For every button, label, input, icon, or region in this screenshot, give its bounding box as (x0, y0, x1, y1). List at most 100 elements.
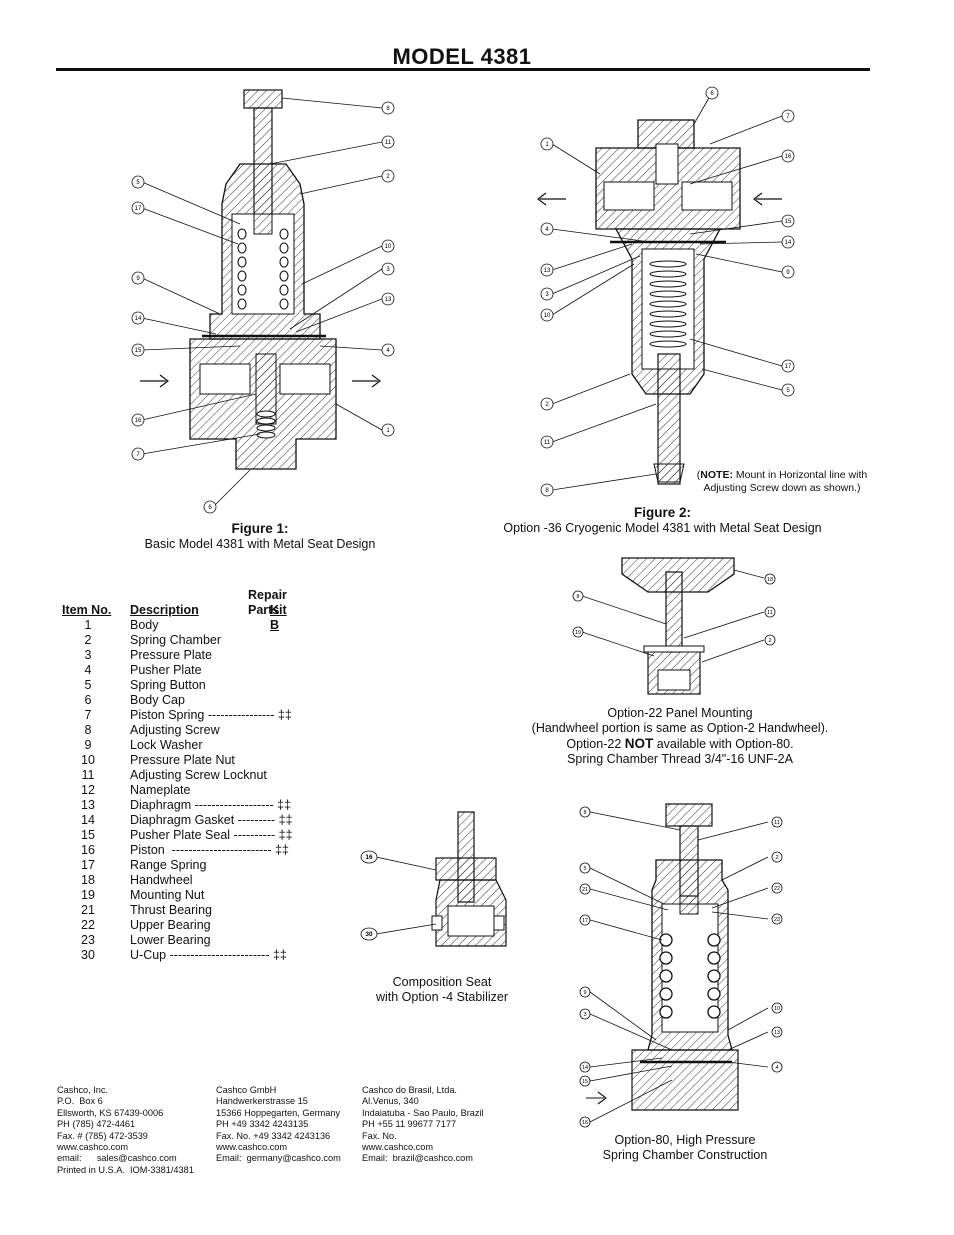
parts-item-number: 1 (84, 618, 92, 632)
parts-item-number: 8 (84, 723, 92, 737)
parts-description: Range Spring (130, 858, 207, 872)
parts-description: Pressure Plate (130, 648, 212, 662)
fig2-callout: 15 (785, 219, 792, 225)
panel-caption-line-4: Spring Chamber Thread 3/4"-16 UNF-2A (567, 752, 793, 766)
fig2-callout: 14 (785, 240, 792, 246)
page-title: MODEL 4381 (392, 44, 532, 69)
fig1-callout: 13 (385, 297, 392, 303)
fig2-callout: 6 (710, 91, 714, 97)
fig2-callout: 10 (544, 313, 551, 319)
figure-2-heading: Figure 2: (633, 505, 691, 520)
fig2-callout: 4 (545, 227, 549, 233)
parts-description: Spring Chamber (130, 633, 222, 647)
panel-mounting-svg: 18 8 11 19 2 (572, 557, 776, 695)
figure-2-drawing: 6 7 1 16 15 14 4 13 3 10 9 17 5 2 11 8 (530, 84, 810, 504)
parts-description: Diaphragm Gasket --------- ‡‡ (130, 813, 293, 827)
composition-seat-svg: 16 30 (360, 811, 507, 947)
parts-item-number: 4 (84, 663, 92, 677)
opt80-callout: 2 (775, 855, 778, 861)
parts-description: Piston ------------------------ ‡‡ (130, 843, 289, 857)
parts-item-number: 6 (84, 693, 92, 707)
parts-item-number: 19 (81, 888, 95, 902)
fig1-callout: 1 (386, 428, 390, 434)
parts-table: Repair Parts Item No. Description Kit B … (62, 588, 293, 963)
repair-parts-header: Repair Parts (248, 588, 287, 617)
parts-description: Pusher Plate (130, 663, 202, 677)
parts-description: Diaphragm ------------------- ‡‡ (130, 798, 292, 812)
parts-description: Upper Bearing (130, 918, 211, 932)
opt80-caption-line-1: Option-80, High Pressure (614, 1133, 756, 1147)
parts-row: 16 Piston ------------------------ ‡‡ (62, 843, 293, 858)
parts-item-number: 5 (84, 678, 92, 692)
panel-caption-line-3c: available with Option-80. (653, 737, 794, 751)
opt80-callout: 17 (582, 918, 588, 924)
fig1-callout: 14 (135, 316, 142, 322)
parts-item-number: 10 (81, 753, 95, 767)
parts-item-number: 23 (81, 933, 95, 947)
composition-seat-caption: Composition Seat with Option -4 Stabiliz… (352, 975, 532, 1005)
parts-row: 4 Pusher Plate (62, 663, 293, 678)
parts-row: 17 Range Spring (62, 858, 293, 873)
item-no-header: Item No. (62, 603, 112, 617)
parts-item-number: 30 (81, 948, 95, 962)
fig1-callout: 5 (136, 180, 140, 186)
figure-2-caption: Figure 2: Option -36 Cryogenic Model 438… (490, 505, 835, 536)
parts-item-number: 17 (81, 858, 95, 872)
fig1-callout: 17 (135, 206, 142, 212)
parts-description: Spring Button (130, 678, 206, 692)
panel-caption-line-3b: NOT (624, 736, 654, 751)
note-bold: NOTE: (700, 469, 733, 481)
fig2-callout: 11 (544, 440, 551, 446)
opt80-caption-line-2: Spring Chamber Construction (602, 1148, 768, 1162)
parts-row: 5 Spring Button (62, 678, 293, 693)
fig2-callout: 3 (545, 292, 549, 298)
panel-callout: 11 (767, 610, 773, 616)
panel-mounting-caption: Option-22 Panel Mounting (Handwheel port… (510, 706, 850, 767)
parts-row: 13 Diaphragm ------------------- ‡‡ (62, 798, 293, 813)
opt80-callout: 10 (774, 1006, 780, 1012)
comp-caption-line-1: Composition Seat (392, 975, 492, 989)
parts-item-number: 21 (81, 903, 95, 917)
parts-table-header: Repair Parts Item No. Description Kit B (62, 588, 293, 632)
opt80-callout: 3 (583, 1012, 586, 1018)
opt80-callout: 13 (774, 1030, 780, 1036)
opt80-callout: 14 (582, 1065, 588, 1071)
parts-description: Handwheel (130, 873, 193, 887)
fig2-callout: 5 (786, 388, 790, 394)
parts-row: 1 Body (62, 618, 293, 633)
figure-1-svg: 8 11 2 5 17 10 3 9 13 14 15 4 16 1 7 6 (131, 89, 395, 514)
option-80-drawing: 8 11 2 5 21 22 23 17 9 10 3 13 14 4 15 1… (572, 800, 792, 1130)
opt80-callout: 21 (582, 887, 588, 893)
fig1-callout: 16 (135, 418, 142, 424)
parts-item-number: 13 (81, 798, 95, 812)
parts-item-number: 3 (84, 648, 92, 662)
fig1-callout: 10 (385, 244, 392, 250)
panel-callout: 8 (576, 594, 579, 600)
footer-us-address: Cashco, Inc. P.O. Box 6 Ellsworth, KS 67… (57, 1085, 194, 1175)
fig1-callout: 11 (385, 140, 392, 146)
opt80-callout: 22 (774, 886, 780, 892)
parts-item-number: 9 (84, 738, 92, 752)
footer-brazil-address: Cashco do Brasil, Ltda. Al.Venus, 340 In… (362, 1085, 484, 1164)
parts-description: Body (130, 618, 159, 632)
parts-item-number: 16 (81, 843, 95, 857)
parts-description: Mounting Nut (130, 888, 205, 902)
parts-description: Pressure Plate Nut (130, 753, 235, 767)
parts-item-number: 18 (81, 873, 95, 887)
fig2-callout: 17 (785, 364, 792, 370)
figure-2-svg: 6 7 1 16 15 14 4 13 3 10 9 17 5 2 11 8 (537, 86, 795, 497)
panel-callout: 18 (767, 577, 773, 583)
parts-item-number: 15 (81, 828, 95, 842)
fig2-callout: 2 (545, 402, 549, 408)
figure-2-caption-text: Option -36 Cryogenic Model 4381 with Met… (503, 521, 822, 535)
note-line-1: Mount in Horizontal line with (735, 469, 868, 481)
opt80-callout: 16 (582, 1120, 588, 1126)
opt80-callout: 4 (775, 1065, 778, 1071)
